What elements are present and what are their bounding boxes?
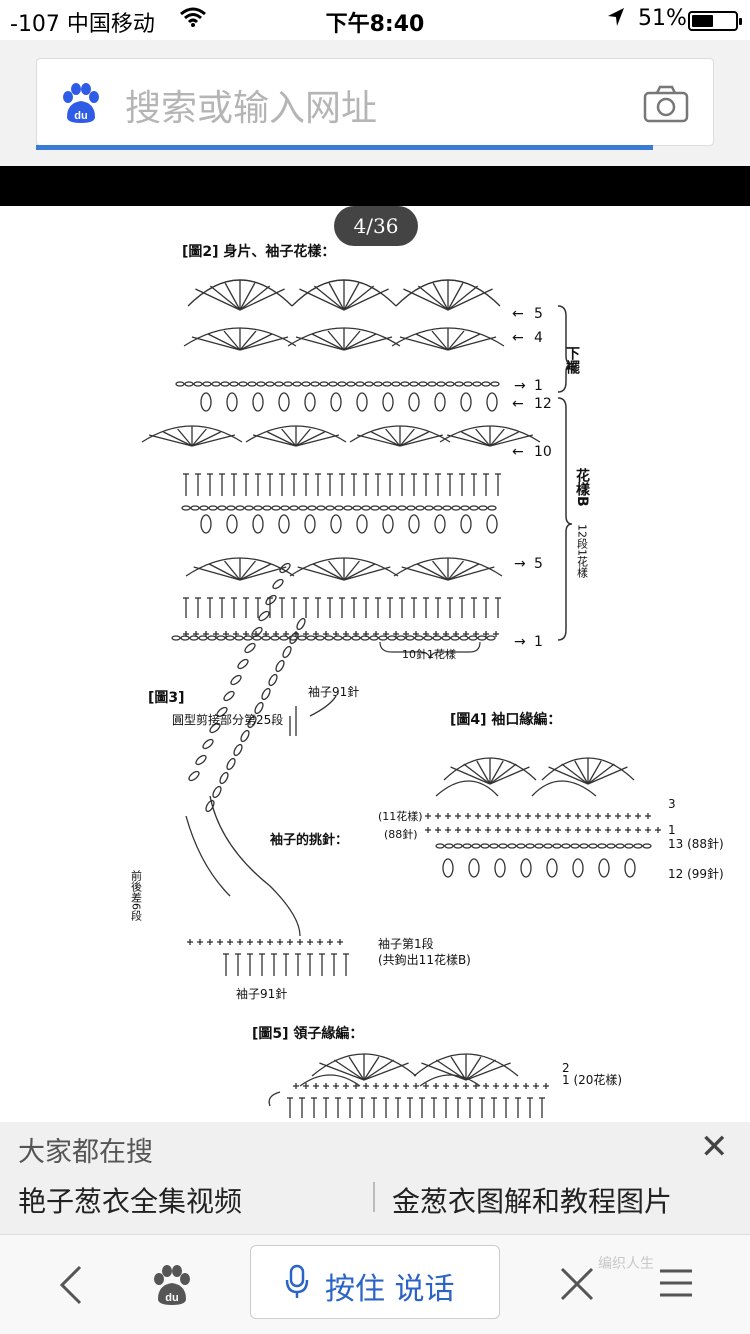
- fig2-bottom-note: 10針1花樣: [402, 647, 456, 661]
- wifi-icon: [180, 6, 206, 34]
- back-icon[interactable]: [54, 1263, 88, 1307]
- figure2-title: [圖2] 身片、袖子花樣：: [182, 243, 335, 260]
- search-placeholder: 搜索或输入网址: [125, 88, 378, 129]
- figure-4-chart: [425, 757, 661, 878]
- fig4-row-13: 13 (88針): [668, 836, 724, 851]
- bracket-pattern-b: [557, 397, 573, 641]
- fig4-left2: (88針): [384, 827, 418, 841]
- fig2-patternb-label: 花樣B: [574, 467, 590, 506]
- svg-text:←: ←: [512, 306, 524, 322]
- trending-title: 大家都在搜: [18, 1137, 153, 1168]
- fig3-right-note: 袖子第1段: [378, 936, 434, 951]
- fig3-side-note: 前後差6段: [130, 869, 143, 922]
- fig4-left1: (11花樣): [378, 809, 423, 823]
- figure5-title: [圖5] 領子緣編：: [252, 1025, 363, 1042]
- fig3-center-label: 袖子的挑針：: [270, 832, 348, 848]
- figure-5-chart: [268, 1053, 549, 1118]
- divider: [373, 1182, 375, 1212]
- close-icon[interactable]: ✕: [700, 1127, 729, 1167]
- svg-text:du: du: [165, 1292, 178, 1304]
- svg-text:du: du: [74, 110, 87, 122]
- fig2-row-1b: 1: [534, 634, 543, 650]
- image-viewer[interactable]: [圖2] 身片、袖子花樣： 5 4 1 12 10 5 1 ← ← → ← ← …: [0, 206, 750, 1122]
- fig2-row-5b: 5: [534, 556, 543, 572]
- svg-text:←: ←: [512, 330, 524, 346]
- menu-icon[interactable]: [656, 1263, 696, 1303]
- close-tab-icon[interactable]: [558, 1265, 596, 1303]
- browser-header: du 搜索或输入网址: [0, 40, 750, 166]
- battery-fill: [692, 15, 714, 27]
- fig4-row-1: 1: [668, 823, 676, 837]
- svg-text:→: →: [514, 556, 526, 572]
- trending-item[interactable]: 艳子葱衣全集视频: [18, 1185, 243, 1218]
- carrier-label: -107 中国移动: [10, 12, 155, 37]
- microphone-icon: [285, 1264, 309, 1300]
- page-load-progress-fill: [36, 145, 653, 150]
- fig2-row-5: 5: [534, 306, 543, 322]
- fig5-row-1: 1 (20花樣): [562, 1072, 622, 1087]
- search-input[interactable]: du 搜索或输入网址: [36, 58, 714, 146]
- fig2-row-10: 10: [534, 444, 552, 460]
- bracket-hem: [557, 305, 573, 393]
- figure4-title: [圖4] 袖口緣編：: [450, 711, 561, 728]
- voice-search-button[interactable]: 按住 说话: [250, 1245, 500, 1319]
- svg-text:→: →: [514, 378, 526, 394]
- fig4-row-12: 12 (99針): [668, 866, 724, 881]
- baidu-paw-icon[interactable]: du: [59, 81, 103, 125]
- svg-text:←: ←: [512, 444, 524, 460]
- figure3-title: [圖3]: [148, 689, 185, 706]
- watermark-logo: 编织人生: [598, 1256, 654, 1272]
- fig2-patternb-note: 12段1花樣: [576, 524, 589, 578]
- status-bar: -107 中国移动 下午8:40 51%: [0, 0, 750, 40]
- page-counter: 4/36: [334, 206, 418, 246]
- battery-percent: 51%: [638, 6, 687, 31]
- fig3-bottom-note: 袖子91針: [236, 986, 287, 1001]
- fig3-top-note: 袖子91針: [308, 684, 359, 699]
- baidu-home-icon[interactable]: du: [150, 1263, 194, 1307]
- bottom-toolbar: du 按住 说话 编织人生: [0, 1234, 750, 1334]
- fig3-right-note2: (共鉤出11花樣B): [378, 952, 471, 967]
- fig2-row-12: 12: [534, 396, 552, 412]
- voice-button-label: 按住 说话: [325, 1272, 455, 1307]
- fig5-row-2: 2: [562, 1061, 570, 1075]
- bracket-repeat: [379, 641, 481, 660]
- battery-icon: [688, 11, 742, 31]
- status-time: 下午8:40: [325, 12, 425, 37]
- fig2-row-4: 4: [534, 330, 543, 346]
- trending-searches-panel: 大家都在搜 ✕ 艳子葱衣全集视频 金葱衣图解和教程图片: [0, 1122, 750, 1234]
- trending-item[interactable]: 金葱衣图解和教程图片: [392, 1185, 673, 1218]
- figure-2-chart: [141, 279, 541, 641]
- fig2-hem-label: 下襬: [564, 346, 580, 375]
- fig4-row-3: 3: [668, 797, 676, 811]
- figure-3-chart: [185, 562, 349, 976]
- fig2-row-1: 1: [534, 378, 543, 394]
- viewer-top-bar: [0, 166, 750, 206]
- crochet-diagram-image: [圖2] 身片、袖子花樣： 5 4 1 12 10 5 1 ← ← → ← ← …: [130, 243, 724, 1118]
- page-load-progress: [36, 145, 714, 150]
- svg-text:→: →: [514, 634, 526, 650]
- camera-icon[interactable]: [643, 85, 689, 123]
- location-arrow-icon: [606, 6, 626, 33]
- svg-text:←: ←: [512, 396, 524, 412]
- fig3-sub-note: 圓型剪接部分第25段: [172, 712, 283, 727]
